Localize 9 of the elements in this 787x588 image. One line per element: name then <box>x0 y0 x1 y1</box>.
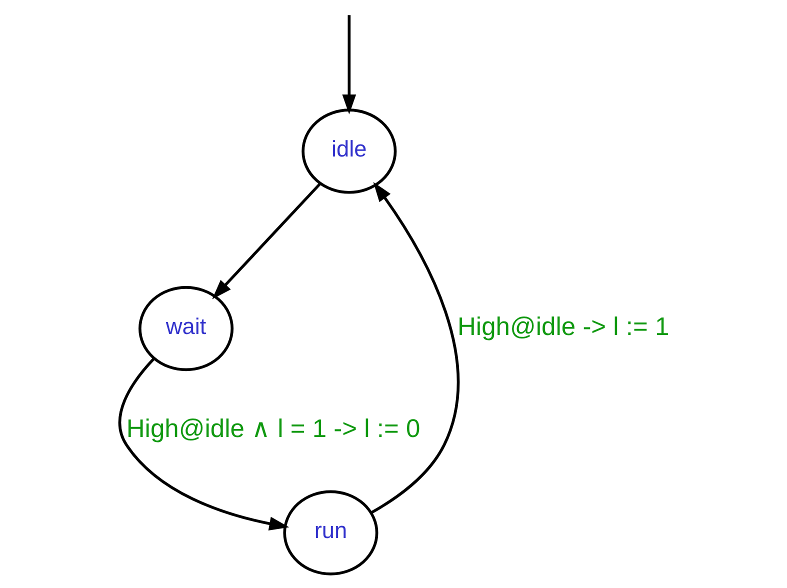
arrow <box>212 182 321 300</box>
node-ellipse: wait <box>138 286 234 372</box>
arrow <box>342 15 356 114</box>
node-ellipse: idle <box>301 108 396 194</box>
edge-label: High@idle ∧ l = 1 -> l := 0 <box>126 414 420 443</box>
node-ellipse: run <box>282 490 378 576</box>
edge-label: High@idle -> l := 1 <box>457 312 669 341</box>
arrow <box>370 182 459 514</box>
arrow <box>118 358 289 531</box>
